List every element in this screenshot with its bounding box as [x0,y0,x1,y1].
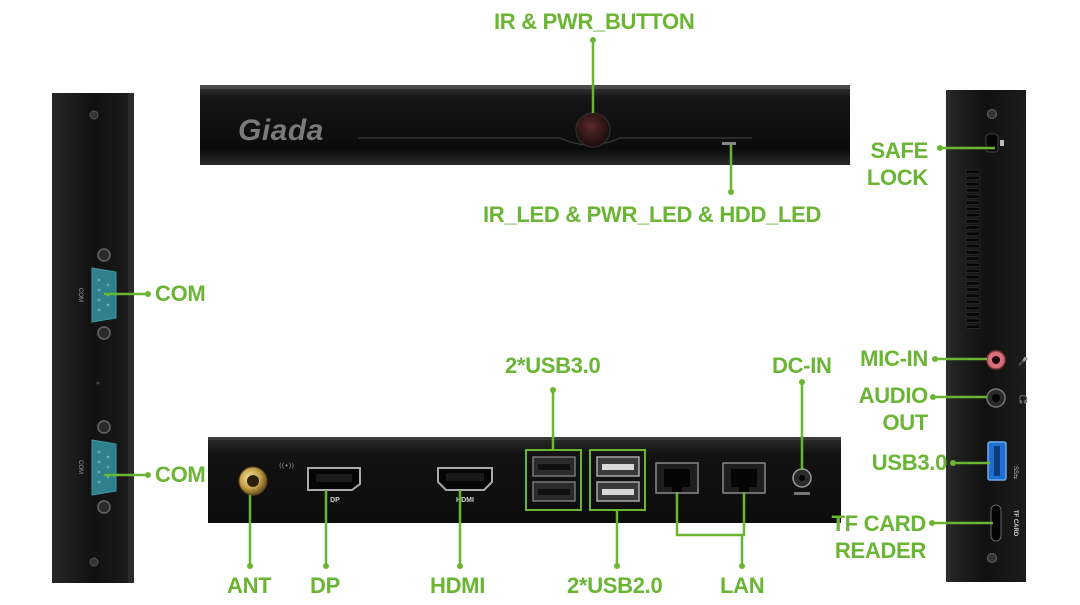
leader-lines [104,40,995,566]
vent-slot [965,237,981,243]
com-port-bottom [91,420,117,514]
vent-slot [965,206,981,212]
svg-text:((•)): ((•)) [279,462,294,470]
vent-slot [965,225,981,230]
front-panel: Giada [200,85,850,165]
dp-port [307,467,361,491]
dc-in-label: DC-IN [772,353,832,378]
mic-in-label: MIC-IN [860,346,928,371]
usb20-label: 2*USB2.0 [567,573,663,598]
vent-slot [965,287,981,292]
dp-label: DP [310,573,340,598]
tf-card-mark: TF CARD [1012,510,1018,537]
com-port-top [91,248,117,340]
vent-slot [965,293,981,298]
safe-lock-label-line1: SAFE [870,138,929,163]
vent-slot [965,175,981,181]
vent-slot [965,200,981,205]
vent-slot [965,194,981,199]
vent-slot [965,299,981,305]
ant-label: ANT [227,573,272,598]
lan-port-2 [722,462,766,494]
status-led [722,142,736,145]
leader-dots [145,37,956,569]
dp-mark: DP [330,497,340,504]
vent-slot [965,256,981,261]
ir-pwr-button-label: IR & PWR_BUTTON [494,9,695,34]
tf-card-label-line2: READER [834,538,926,563]
com-bottom-mark: COM [77,460,83,474]
vent-slot [965,312,981,317]
giada-logo: Giada [238,114,324,147]
vent-slot [965,231,981,236]
lan-port-1 [655,462,699,494]
usb20-rear-ports [596,456,640,502]
vent-slot [965,281,981,286]
svg-text:🎤: 🎤 [1018,356,1028,366]
vent-slot [965,212,981,218]
com-bottom-label: COM [155,462,206,487]
vent-slot [965,274,981,280]
vent-slot [965,243,981,249]
usb30-rear-label: 2*USB3.0 [505,353,601,378]
hdmi-port [437,467,493,491]
hdmi-label: HDMI [430,573,486,598]
antenna-connector: ((•)) [238,462,294,496]
usb30-rear-ports [532,456,576,502]
safe-lock-label-line2: LOCK [866,165,928,190]
vent-slot [965,169,981,174]
audio-out-label-line1: AUDIO [858,383,929,408]
svg-text:SS⇆: SS⇆ [1012,466,1019,479]
com-top-label: COM [155,281,206,306]
vent-slot [965,181,981,187]
vent-slot [965,262,981,267]
lan-label: LAN [720,573,765,598]
leds-label: IR_LED & PWR_LED & HDD_LED [483,202,822,227]
vent-slot [965,250,981,255]
vent-slot [965,318,981,323]
svg-text:🎧: 🎧 [1018,394,1028,404]
tf-card-label-line1: TF CARD [831,511,927,536]
vent-slot [965,268,981,274]
vent-slot [965,305,981,311]
left-side-panel: COM COM [52,93,134,583]
vent-slot [965,324,981,329]
right-side-panel: 🎤 🎧 SS⇆ TF CARD [946,90,1028,582]
usb30-side-label: USB3.0 [871,450,948,475]
safe-lock-slot [985,133,999,153]
vent-slot [965,188,981,193]
vent-slots [965,169,981,329]
audio-out-label-line2: OUT [882,410,928,435]
com-top-mark: COM [77,288,83,302]
hdmi-mark: HDMI [456,497,474,504]
vent-slot [965,219,981,224]
power-button [575,112,611,148]
rear-panel: ((•)) DP HDMI [208,437,841,523]
